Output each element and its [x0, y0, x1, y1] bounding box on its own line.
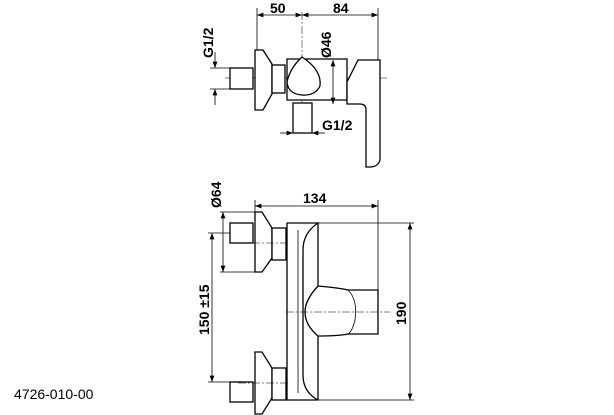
- body-plate: [286, 222, 321, 401]
- lever-front: [317, 285, 379, 337]
- dim-190: 190: [393, 301, 409, 325]
- dim-d46: Ø46: [318, 31, 334, 58]
- top-view: 50 84 G1/2 G1/2 Ø46: [200, 0, 388, 168]
- lever-handle: [346, 59, 381, 168]
- wall-flange: [254, 49, 273, 111]
- dim-g12-bottom: G1/2: [322, 117, 353, 133]
- upper-inlet-pipe: [229, 222, 254, 244]
- front-view: 134 Ø64 150 ±15 190: [196, 181, 414, 415]
- product-code: 4726-010-00: [14, 386, 94, 402]
- lower-inlet-pipe: [229, 381, 254, 403]
- nut: [271, 64, 286, 94]
- dim-d64: Ø64: [208, 181, 224, 208]
- upper-flange: [254, 211, 273, 273]
- body: [304, 223, 319, 400]
- lower-nut: [271, 367, 287, 401]
- dim-84: 84: [333, 0, 349, 16]
- dim-150: 150 ±15: [196, 284, 212, 335]
- dim-g12-left: G1/2: [200, 27, 216, 58]
- inlet-pipe: [229, 67, 254, 90]
- upper-nut: [271, 227, 287, 261]
- outlet-pipe: [292, 102, 313, 134]
- dim-134: 134: [303, 190, 327, 206]
- dim-50: 50: [270, 0, 286, 16]
- diverter-knob: [286, 56, 321, 96]
